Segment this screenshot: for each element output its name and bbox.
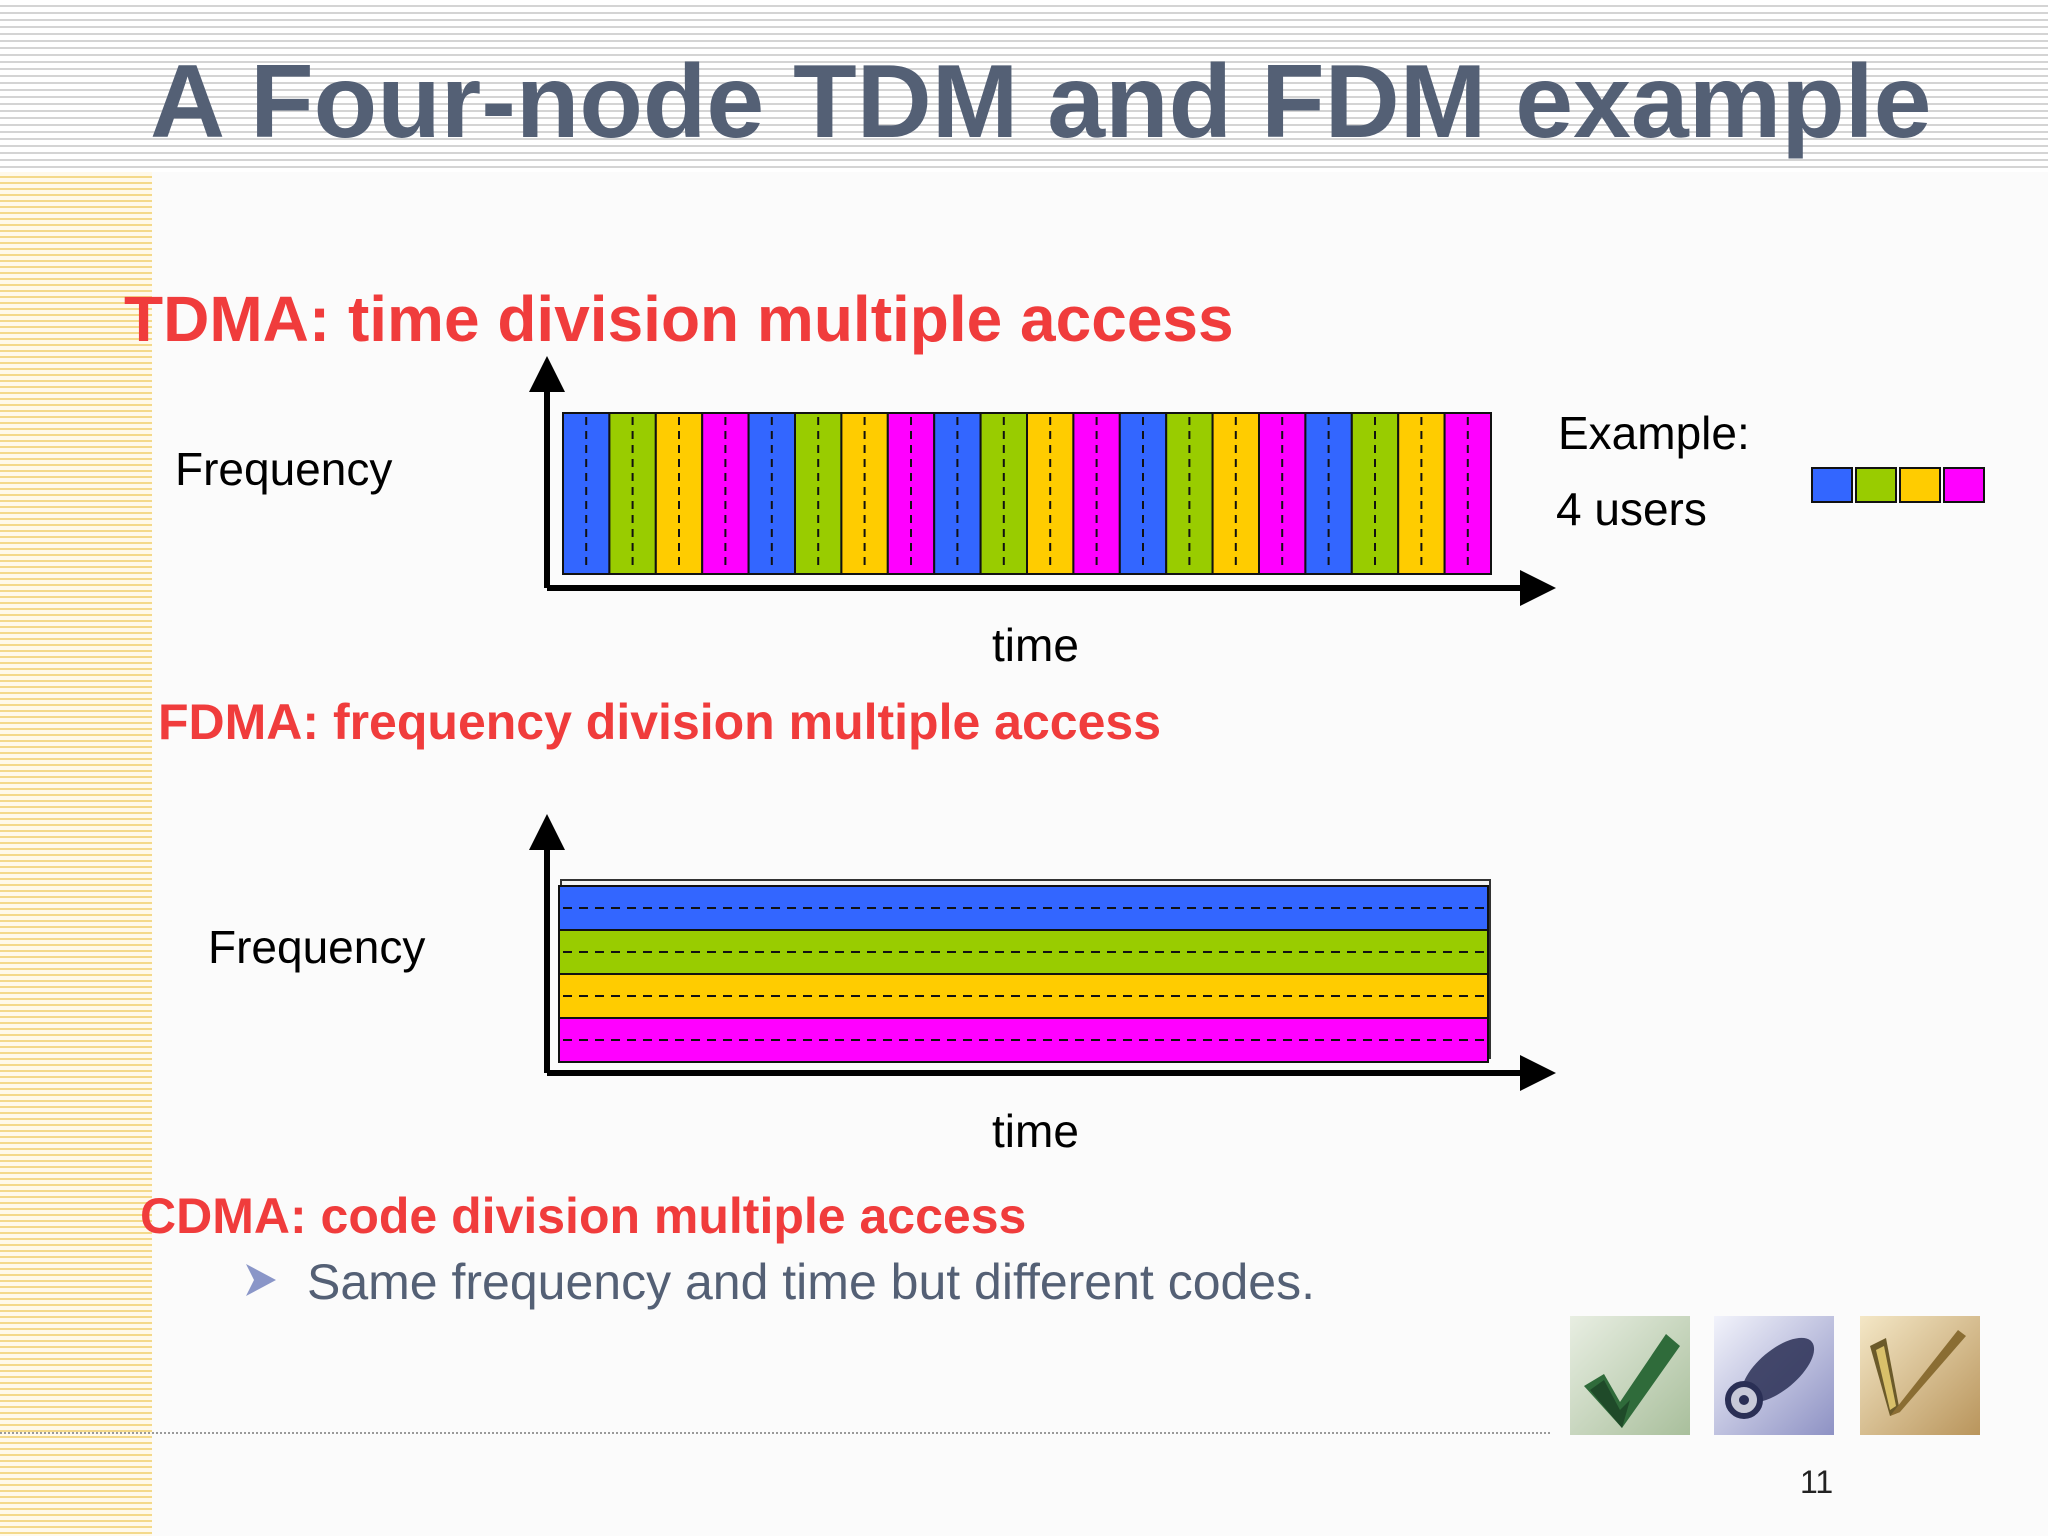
checkmark-thumbnail-icon bbox=[1570, 1316, 1690, 1435]
fdma-heading: FDMA: frequency division multiple access bbox=[158, 694, 1162, 750]
pen-check-thumbnail-icon bbox=[1860, 1316, 1980, 1435]
legend-swatch-user-2 bbox=[1855, 467, 1897, 503]
bullet-arrow-icon bbox=[246, 1264, 276, 1296]
example-label: Example: bbox=[1558, 407, 1750, 459]
slide-title: A Four-node TDM and FDM example bbox=[150, 44, 1932, 160]
tdma-heading: TDMA: time division multiple access bbox=[124, 283, 1234, 355]
tdma-frequency-label: Frequency bbox=[175, 443, 393, 495]
legend-swatch-user-4 bbox=[1943, 467, 1985, 503]
cdma-bullet-text: Same frequency and time but different co… bbox=[307, 1254, 1316, 1310]
footer-divider bbox=[0, 1432, 1550, 1434]
fdma-frequency-label: Frequency bbox=[208, 921, 426, 973]
fdma-band-group bbox=[558, 879, 1491, 1063]
left-stripe-background bbox=[0, 172, 152, 1536]
title-stripe-background bbox=[0, 0, 2048, 172]
legend-swatch-user-1 bbox=[1811, 467, 1853, 503]
cdma-heading: CDMA: code division multiple access bbox=[140, 1188, 1027, 1244]
tdma-axes bbox=[529, 356, 1556, 606]
user-legend bbox=[1811, 467, 1985, 503]
page-number: 11 bbox=[1800, 1464, 1834, 1500]
users-label: 4 users bbox=[1556, 483, 1707, 535]
legend-swatch-user-3 bbox=[1899, 467, 1941, 503]
tdma-time-label: time bbox=[992, 619, 1079, 671]
fdma-axes bbox=[529, 814, 1556, 1091]
disc-thumbnail-icon bbox=[1714, 1316, 1834, 1435]
tdma-slot-group bbox=[562, 412, 1492, 575]
fdma-time-label: time bbox=[992, 1105, 1079, 1157]
